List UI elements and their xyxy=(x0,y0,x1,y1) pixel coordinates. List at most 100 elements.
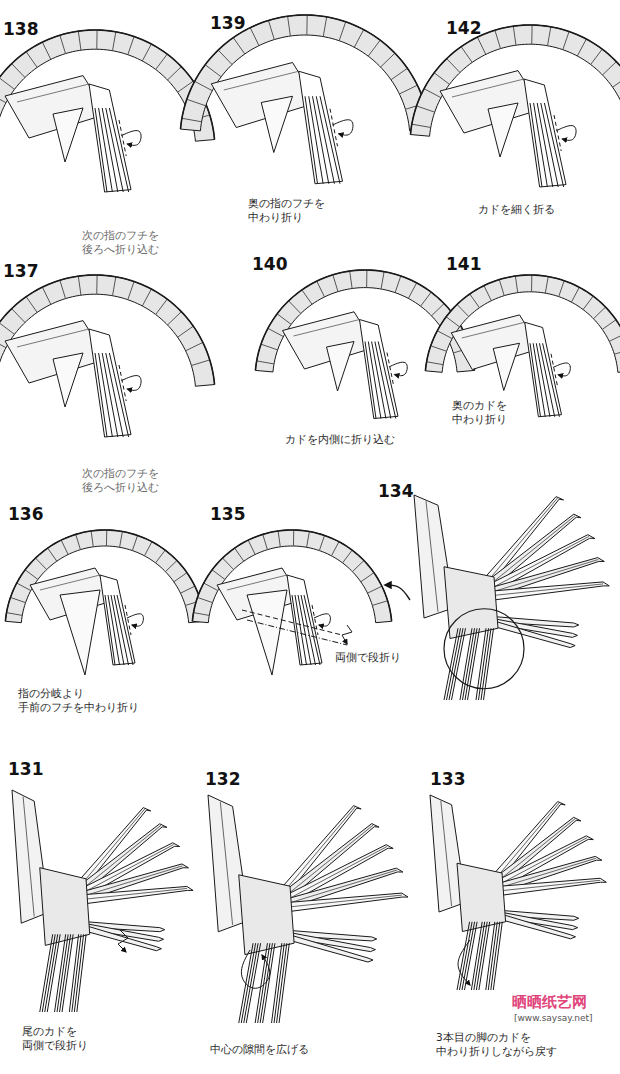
feather-line xyxy=(156,299,168,314)
leg-flap xyxy=(360,320,399,419)
feather-line xyxy=(408,283,416,299)
feather-line xyxy=(257,361,274,364)
crease-line xyxy=(294,320,360,337)
feather-line xyxy=(343,550,353,563)
body xyxy=(239,875,294,955)
instruction-caption: 指の分岐より 手前のフチを中わり折り xyxy=(18,686,139,714)
feather-line xyxy=(268,20,274,39)
feather-line xyxy=(60,35,66,53)
toe-line xyxy=(111,595,124,665)
feather-line xyxy=(434,73,449,85)
fold-arrow xyxy=(389,362,407,376)
toe-line xyxy=(304,595,320,665)
closeup-panel xyxy=(425,275,620,417)
body xyxy=(40,868,90,946)
step-number: 135 xyxy=(210,505,246,524)
mountain-fold xyxy=(247,620,347,645)
feather-line xyxy=(180,586,194,593)
transition-arrow xyxy=(385,585,410,600)
leg-line xyxy=(457,922,470,990)
feather-line xyxy=(302,290,312,304)
instruction-caption: 奥の指のフチを 中わり折り xyxy=(248,196,325,224)
feather-line xyxy=(424,89,441,98)
leg-line xyxy=(452,628,466,700)
feather-line xyxy=(0,339,6,348)
feather-line xyxy=(431,346,447,351)
leg-line xyxy=(479,922,490,990)
feather-line xyxy=(499,280,504,296)
feather-line xyxy=(495,30,501,48)
feather-line xyxy=(421,292,432,306)
pleat-arrow xyxy=(342,625,352,644)
feather-line xyxy=(132,535,137,550)
feather-line xyxy=(144,542,152,556)
toe-line xyxy=(298,595,311,665)
feather-line xyxy=(307,532,310,548)
feather-line xyxy=(350,271,352,288)
feather-line xyxy=(447,59,460,73)
feather-line xyxy=(120,532,123,548)
step-number: 139 xyxy=(210,14,246,33)
feather-line xyxy=(319,535,324,550)
feather-line xyxy=(331,542,339,556)
fold-arrow xyxy=(556,126,576,141)
feather-line xyxy=(354,30,363,48)
feather-line xyxy=(417,106,435,112)
valley-fold xyxy=(554,115,561,151)
feather-line xyxy=(593,307,605,319)
feather-line xyxy=(96,30,97,49)
fold-arrow xyxy=(314,614,330,626)
feather-line xyxy=(235,548,244,561)
leg-line xyxy=(463,628,475,700)
leg-line xyxy=(60,934,71,1012)
leg-line xyxy=(474,922,485,990)
leg-flap xyxy=(524,79,566,187)
feather-line xyxy=(461,47,472,63)
feather-line xyxy=(156,54,168,69)
feather-line xyxy=(457,304,469,316)
triangle-flap xyxy=(261,96,292,152)
triangle-flap xyxy=(327,342,355,392)
feather-line xyxy=(0,323,14,335)
feather-line xyxy=(250,28,259,46)
leg-line xyxy=(72,934,81,1012)
feather-line xyxy=(42,287,50,304)
feather-line xyxy=(277,314,291,325)
toe-line xyxy=(102,353,118,437)
feather-line xyxy=(106,530,107,546)
feather-line xyxy=(212,570,225,580)
feather-line xyxy=(142,289,151,306)
closeup-panel xyxy=(5,530,204,675)
leg-line xyxy=(449,628,463,700)
valley-fold xyxy=(387,353,394,386)
leg-line xyxy=(277,943,287,1023)
step-number: 140 xyxy=(252,255,288,274)
feather-line xyxy=(76,534,81,549)
feather-line xyxy=(602,320,616,330)
leg-line xyxy=(74,934,83,1012)
instruction-caption: 次の指のフチを 後ろへ折り込む xyxy=(82,228,159,256)
feather-line xyxy=(156,550,166,563)
feather-line xyxy=(395,276,401,293)
closeup-panel xyxy=(180,15,429,184)
feather-line xyxy=(278,531,280,547)
toe-line xyxy=(536,343,550,417)
leg-flap xyxy=(100,575,135,665)
valley-fold xyxy=(125,605,131,635)
feather-line xyxy=(142,44,151,61)
feather-line xyxy=(477,37,485,54)
feather-line xyxy=(372,601,387,606)
feather-line xyxy=(381,53,395,67)
toe-line xyxy=(537,103,553,187)
feather-line xyxy=(470,294,480,308)
leg-flap xyxy=(89,84,131,192)
neck-crease xyxy=(220,802,232,925)
feather-line xyxy=(577,39,586,56)
feather-line xyxy=(427,362,444,365)
feather-line xyxy=(204,583,218,591)
neck-crease xyxy=(426,501,438,612)
leg-line xyxy=(279,943,289,1023)
leg-flap xyxy=(287,575,322,665)
feather-line xyxy=(36,558,47,570)
